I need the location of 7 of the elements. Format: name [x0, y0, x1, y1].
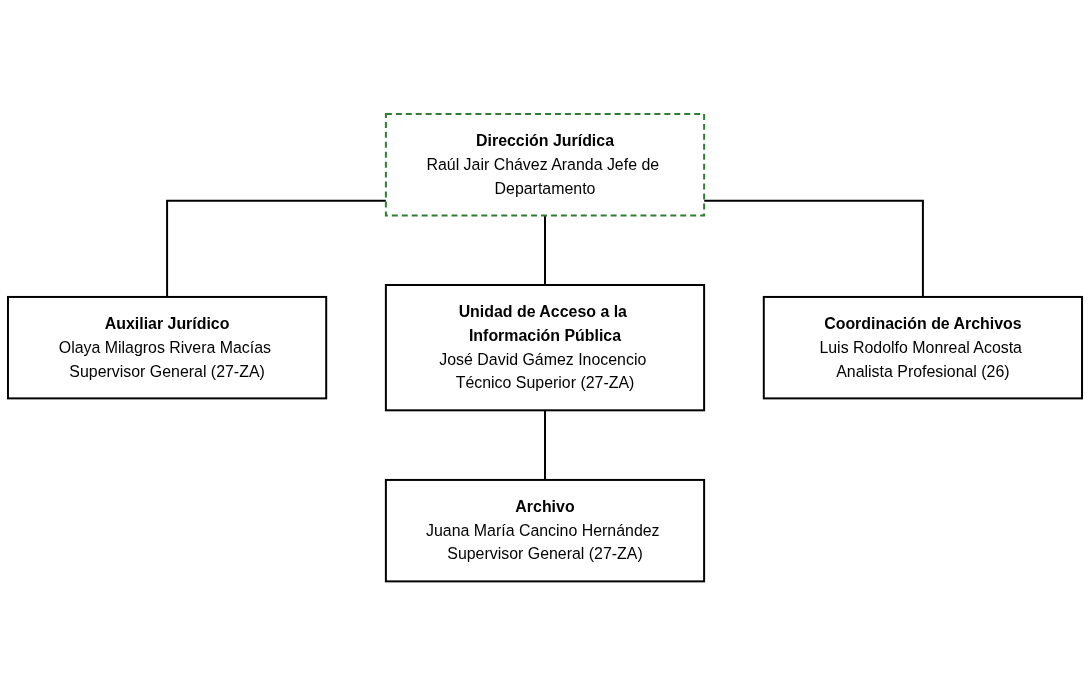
node-box: Unidad de Acceso a la Información Pública José David Gámez Inocencio Técnico Superior (27-ZA)	[384, 284, 706, 412]
node-box: Dirección Jurídica Raúl Jair Chávez Aranda Jefe de Departamento	[384, 113, 706, 217]
node-box: Coordinación de Archivos Luis Rodolfo Monreal Acosta Analista Profesional (26)	[762, 296, 1084, 400]
connector	[544, 409, 546, 482]
connector	[544, 214, 546, 287]
node-box: Auxiliar Jurídico Olaya Milagros Rivera Macías Supervisor General (27-ZA)	[6, 296, 328, 400]
node-box: Archivo Juana María Cancino Hernández Supervisor General (27-ZA)	[384, 479, 706, 583]
